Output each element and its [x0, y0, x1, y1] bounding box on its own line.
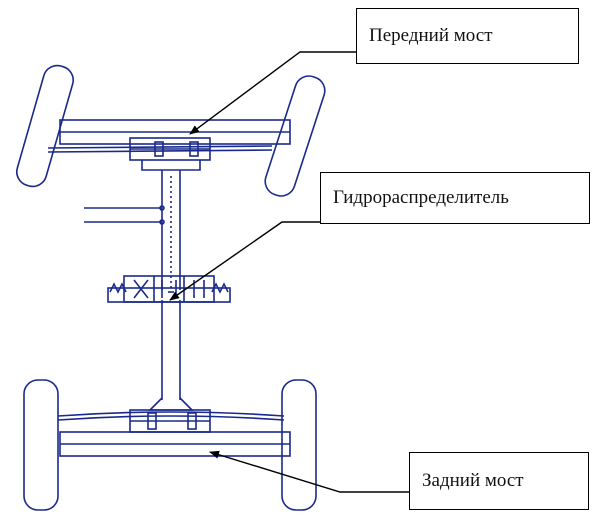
label-distributor: Гидрораспределитель	[320, 172, 590, 224]
rear-left-wheel	[23, 379, 59, 511]
rear-right-wheel	[281, 379, 317, 511]
label-rear-axle: Задний мост	[409, 452, 589, 510]
hydraulic-lines	[84, 205, 165, 225]
front-left-wheel	[16, 64, 74, 188]
front-tie-rod	[47, 145, 273, 149]
label-front-axle: Передний мост	[356, 8, 579, 64]
arrow-rear-axle	[209, 450, 409, 493]
rear-leaf-spring	[57, 411, 285, 417]
arrow-front-axle	[189, 51, 356, 135]
front-axle	[47, 119, 291, 171]
hydraulic-distributor	[107, 275, 231, 303]
label-distributor-text: Гидрораспределитель	[333, 187, 509, 208]
front-right-wheel	[264, 75, 326, 197]
label-front-axle-text: Передний мост	[369, 25, 493, 46]
rear-axle	[57, 409, 291, 457]
arrow-distributor	[169, 221, 320, 301]
label-rear-axle-text: Задний мост	[422, 470, 524, 491]
center-shaft	[148, 170, 194, 411]
